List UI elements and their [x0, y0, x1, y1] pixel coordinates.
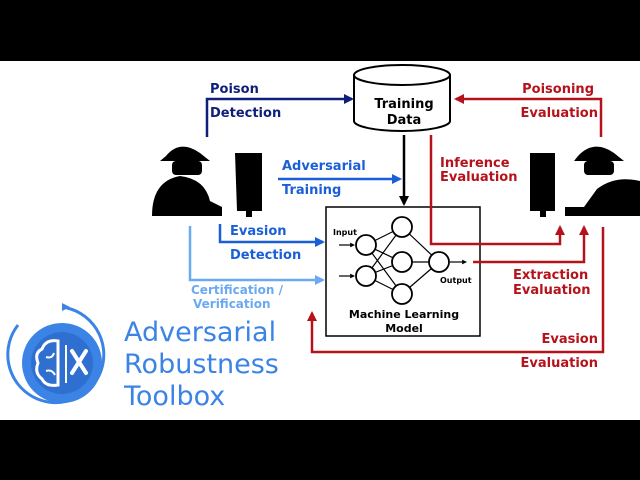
- extraction-evaluation-arrow: [473, 225, 589, 264]
- brand-line-1: Adversarial: [124, 317, 277, 348]
- poison-detection-arrow: [205, 94, 354, 137]
- brain-tools-icon: [6, 303, 106, 405]
- defender-hacker-icon: [152, 146, 262, 217]
- poisoning-evaluation-arrow: [454, 94, 603, 137]
- input-label: Input: [333, 228, 357, 237]
- model-label-2: Model: [385, 322, 423, 335]
- poisoning-evaluation-label-1: Poisoning: [522, 82, 594, 97]
- extraction-evaluation-label-2: Evaluation: [513, 283, 590, 298]
- brand-line-2: Robustness: [124, 349, 279, 380]
- evasion-evaluation-label-1: Evasion: [541, 332, 598, 347]
- diagram-panel: Training Data Input Output Machine Learn…: [0, 61, 640, 420]
- certification-label-1: Certification /: [191, 283, 284, 297]
- inference-evaluation-arrow: [429, 135, 565, 246]
- model-label-1: Machine Learning: [349, 308, 459, 321]
- poison-detection-label-1: Poison: [210, 82, 259, 97]
- extraction-evaluation-label-1: Extraction: [513, 268, 588, 283]
- inference-evaluation-label-1: Inference: [440, 156, 510, 171]
- poisoning-evaluation-label-2: Evaluation: [521, 106, 598, 121]
- attacker-hacker-icon: [530, 146, 640, 217]
- certification-label-2: Verification: [193, 297, 271, 311]
- training-data-cylinder: Training Data: [353, 64, 451, 132]
- neural-network-icon: [339, 216, 467, 305]
- certification-arrow: [188, 226, 325, 285]
- diagram-canvas: Training Data Input Output Machine Learn…: [6, 64, 640, 405]
- evasion-evaluation-arrow: [307, 227, 605, 354]
- evasion-detection-label-1: Evasion: [230, 224, 287, 239]
- adversarial-training-label-2: Training: [282, 183, 341, 198]
- training-data-label-2: Data: [387, 113, 422, 128]
- output-label: Output: [440, 276, 472, 285]
- evasion-detection-arrow: [218, 224, 325, 247]
- brand-line-3: Toolbox: [124, 381, 226, 412]
- adversarial-training-label-1: Adversarial: [282, 159, 366, 174]
- evasion-evaluation-label-2: Evaluation: [521, 356, 598, 371]
- inference-evaluation-label-2: Evaluation: [440, 170, 517, 185]
- evasion-detection-label-2: Detection: [230, 248, 301, 263]
- brand-wordmark: Adversarial Robustness Toolbox: [124, 317, 279, 413]
- model-box: Input Output Machine Learning Model: [325, 206, 481, 337]
- training-data-label-1: Training: [374, 97, 433, 112]
- poison-detection-label-2: Detection: [210, 106, 281, 121]
